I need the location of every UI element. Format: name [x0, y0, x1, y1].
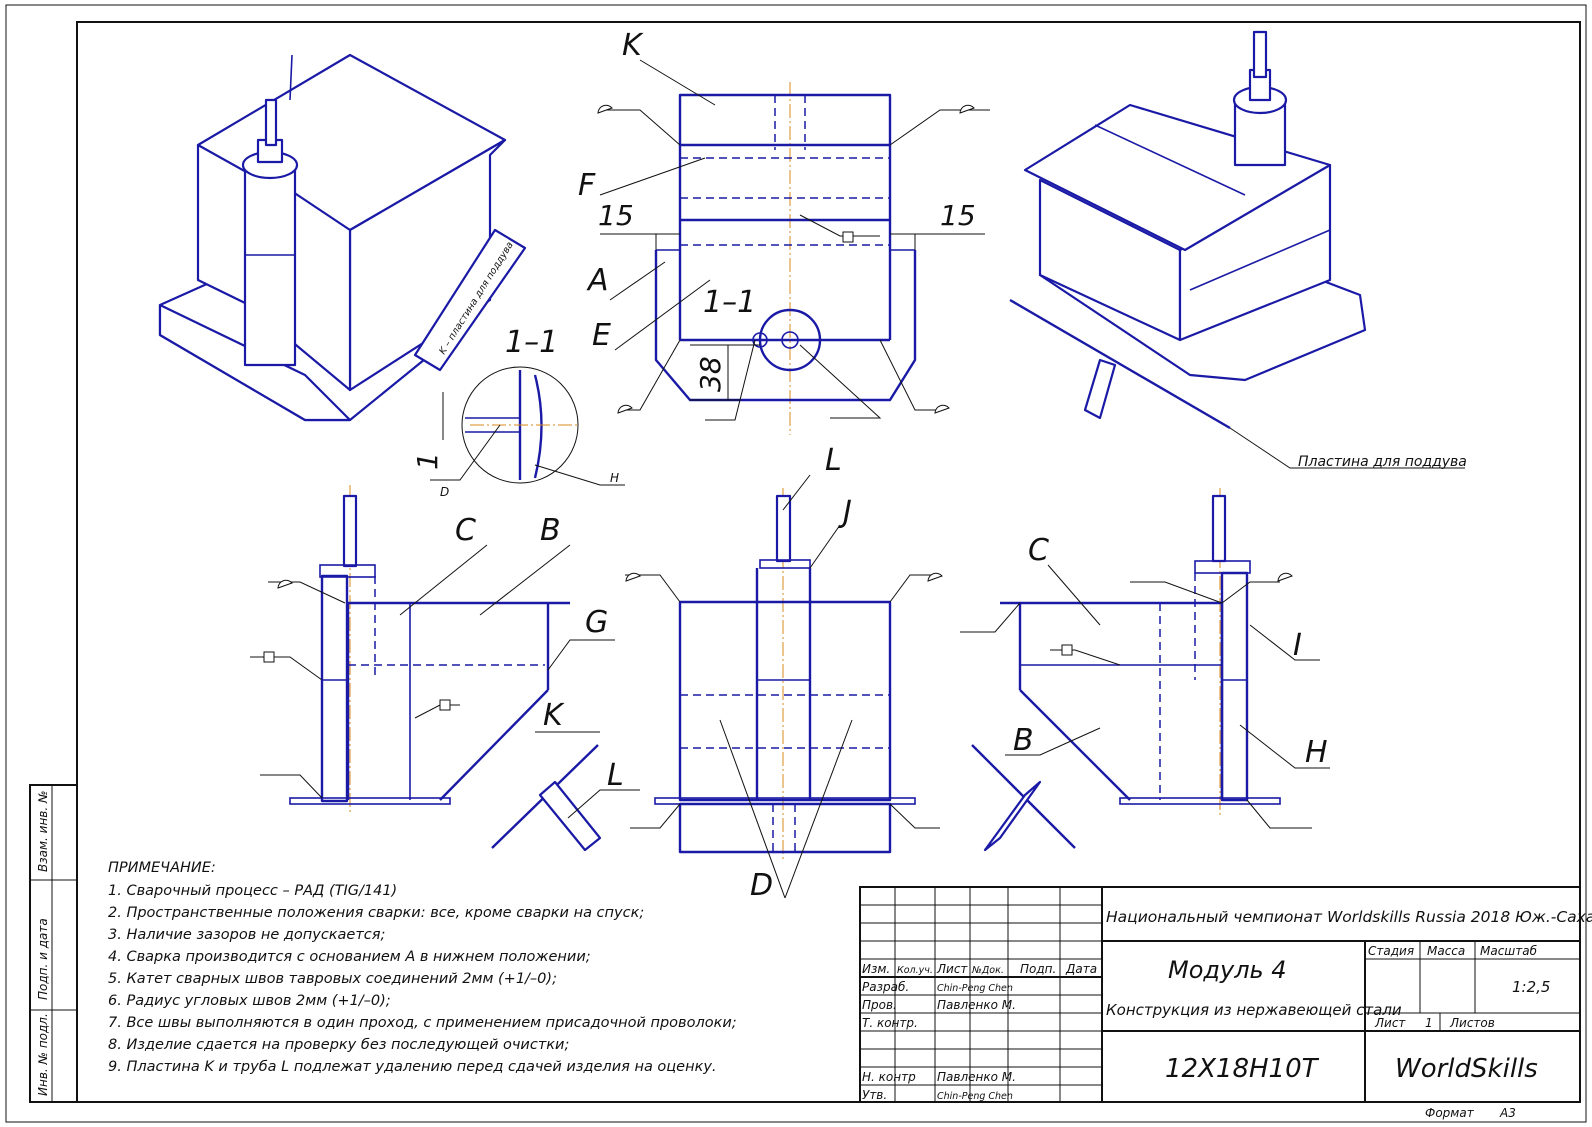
drawing-frame: [5, 4, 1587, 1123]
note-line: 3. Наличие зазоров не допускается;: [108, 927, 385, 943]
col-list: Лист: [936, 962, 968, 976]
label-b-right: B: [1013, 723, 1034, 758]
side-stamp-s3: Инв. № подл.: [36, 1013, 50, 1096]
role-tkontr: Т. контр.: [862, 1016, 918, 1030]
col-izm: Изм.: [862, 962, 890, 976]
name-prov: Павленко М.: [937, 998, 1016, 1012]
mass-label: Масса: [1427, 944, 1465, 958]
label-a: A: [586, 263, 609, 298]
role-prov: Пров.: [862, 998, 897, 1012]
role-razrab: Разраб.: [862, 980, 909, 994]
material-text: 12Х18Н10Т: [1165, 1054, 1320, 1084]
label-d-mid: D: [750, 868, 773, 903]
description-text: Конструкция из нержавеющей стали: [1106, 1001, 1402, 1019]
label-k-top: K: [622, 28, 644, 63]
label-h-detail: H: [610, 471, 619, 485]
format-label: Формат: [1425, 1106, 1475, 1120]
col-podp: Подп.: [1020, 962, 1056, 976]
module-title: Модуль 4: [1168, 956, 1287, 984]
label-g: G: [585, 605, 608, 640]
front-view-left: [250, 485, 640, 852]
side-stamp: Взам. инв. № Подп. и дата Инв. № подл.: [29, 784, 78, 1103]
note-line: 1. Сварочный процесс – РАД (TIG/141): [108, 883, 397, 899]
sheet-value: 1: [1425, 1016, 1433, 1030]
sheet-label: Лист: [1374, 1016, 1406, 1030]
side-stamp-s2: Подп. и дата: [36, 918, 50, 1000]
dim-15-left: 15: [598, 199, 634, 232]
label-d-detail: D: [440, 485, 449, 499]
championship-title: Национальный чемпионат Worldskills Russi…: [1106, 908, 1592, 926]
label-l-left: L: [607, 758, 624, 793]
note-line: 7. Все швы выполняются в один проход, с …: [108, 1015, 737, 1031]
col-kolich: Кол.уч.: [897, 965, 933, 976]
note-line: 9. Пластина K и труба L подлежат удалени…: [108, 1059, 717, 1075]
col-data: Дата: [1065, 962, 1097, 976]
label-l-mid: L: [825, 443, 842, 478]
note-line: 6. Радиус угловых швов 2мм (+1/–0);: [108, 993, 391, 1009]
label-c-left: C: [455, 513, 476, 548]
side-stamp-s1: Взам. инв. №: [36, 791, 50, 872]
format-value: А3: [1499, 1106, 1516, 1120]
label-sec-1-1-top: 1–1: [703, 285, 756, 320]
name-nkontr: Павленко М.: [937, 1070, 1016, 1084]
col-ndok: №Док.: [971, 965, 1004, 976]
label-b-left: B: [540, 513, 561, 548]
detail-1-1: [430, 366, 625, 486]
scale-label: Масштаб: [1480, 944, 1538, 958]
note-line: 8. Изделие сдается на проверку без после…: [108, 1037, 569, 1053]
label-e: E: [592, 318, 611, 353]
role-utv: Утв.: [862, 1088, 887, 1102]
isometric-view-left: K – пластина для поддува: [158, 53, 527, 422]
label-h-right: H: [1305, 735, 1328, 770]
label-k-left: K: [543, 698, 565, 733]
company-text: WorldSkills: [1395, 1054, 1538, 1084]
stage-label: Стадия: [1368, 944, 1414, 958]
sheets-label: Листов: [1449, 1016, 1495, 1030]
front-view-right: [960, 488, 1330, 852]
notes-title: ПРИМЕЧАНИЕ:: [108, 860, 216, 876]
label-i: I: [1293, 628, 1302, 663]
title-block: Изм. Кол.уч. Лист №Док. Подп. Дата Разра…: [859, 886, 1592, 1120]
front-view-center: [625, 474, 943, 899]
dim-38: 38: [694, 356, 727, 392]
plate-note: Пластина для поддува: [1298, 454, 1467, 470]
note-line: 5. Катет сварных швов тавровых соединени…: [108, 971, 557, 987]
name-razrab: Chin-Peng Chen: [937, 983, 1013, 994]
note-line: 2. Пространственные положения сварки: вс…: [108, 905, 644, 921]
top-view: [597, 59, 990, 435]
dim-1: 1: [411, 452, 444, 470]
note-line: 4. Сварка производится с основанием А в …: [108, 949, 591, 965]
label-sec-1-1-detail: 1–1: [505, 325, 558, 360]
scale-value: 1:2,5: [1512, 978, 1550, 996]
role-nkontr: Н. контр: [862, 1070, 916, 1084]
label-f: F: [578, 168, 596, 203]
name-utv: Chin-Peng Chen: [937, 1091, 1013, 1102]
isometric-view-right: [1009, 30, 1465, 469]
notes-block: ПРИМЕЧАНИЕ: 1. Сварочный процесс – РАД (…: [108, 860, 737, 1075]
label-c-right: C: [1028, 533, 1049, 568]
dim-15-right: 15: [940, 199, 976, 232]
